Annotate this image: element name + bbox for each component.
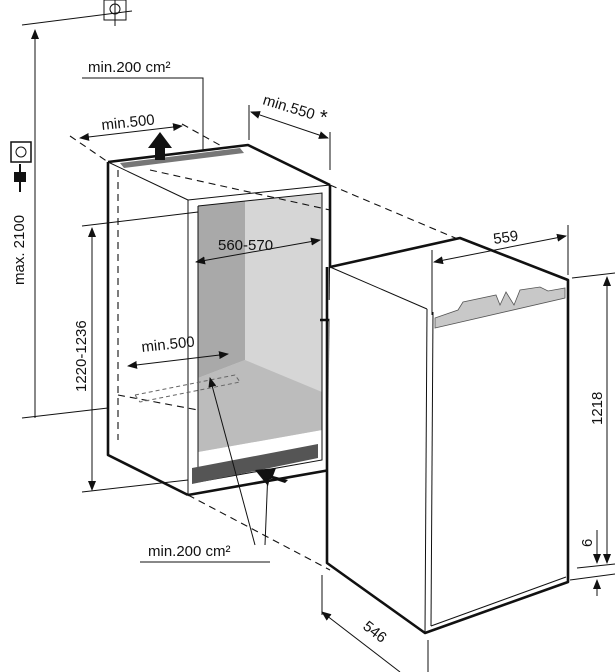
bottom-vent-depth-label: min.500: [141, 333, 196, 355]
max-height-label: max. 2100: [11, 215, 28, 285]
bottom-vent-area-dimension: min.200 cm²: [140, 377, 272, 563]
top-vent-depth-dimension: min.500: [69, 111, 226, 163]
niche-width-label: 560-570: [218, 237, 273, 254]
appliance-gap-label: 6: [579, 539, 596, 547]
niche-width-dimension: 560-570: [195, 237, 321, 265]
top-vent-depth-label: min.500: [101, 111, 156, 133]
bottom-vent-depth-dimension: min.500: [127, 333, 229, 369]
max-height-dimension: max. 2100: [11, 29, 109, 419]
top-vent-grille: [120, 148, 244, 168]
appliance-depth-label: 546: [360, 618, 390, 647]
bottom-vent-grille: [192, 444, 318, 484]
door-handle: [434, 286, 566, 329]
top-vent-area-dimension: min.200 cm²: [82, 59, 204, 150]
niche-height-label: 1220-1236: [73, 320, 90, 392]
appliance-height-label: 1218: [589, 392, 606, 425]
appliance-gap-dimension: 6: [569, 530, 615, 596]
socket-icon: [10, 141, 32, 163]
bottom-vent-area-label: min.200 cm²: [148, 543, 231, 560]
water-connection-icon: [21, 0, 133, 26]
niche-depth-note-mark: *: [320, 107, 328, 129]
appliance-height-dimension: 1218: [571, 272, 615, 569]
appliance-width-label: 559: [492, 228, 519, 248]
appliance: [325, 236, 570, 635]
appliance-width-dimension: 559: [431, 225, 569, 315]
niche-depth-dimension: min.550 *: [248, 92, 331, 170]
airflow-arrow-icon: [148, 132, 172, 160]
plug-icon: [14, 164, 26, 192]
top-vent-area-label: min.200 cm²: [88, 59, 171, 76]
niche-height-dimension: 1220-1236: [73, 211, 199, 493]
